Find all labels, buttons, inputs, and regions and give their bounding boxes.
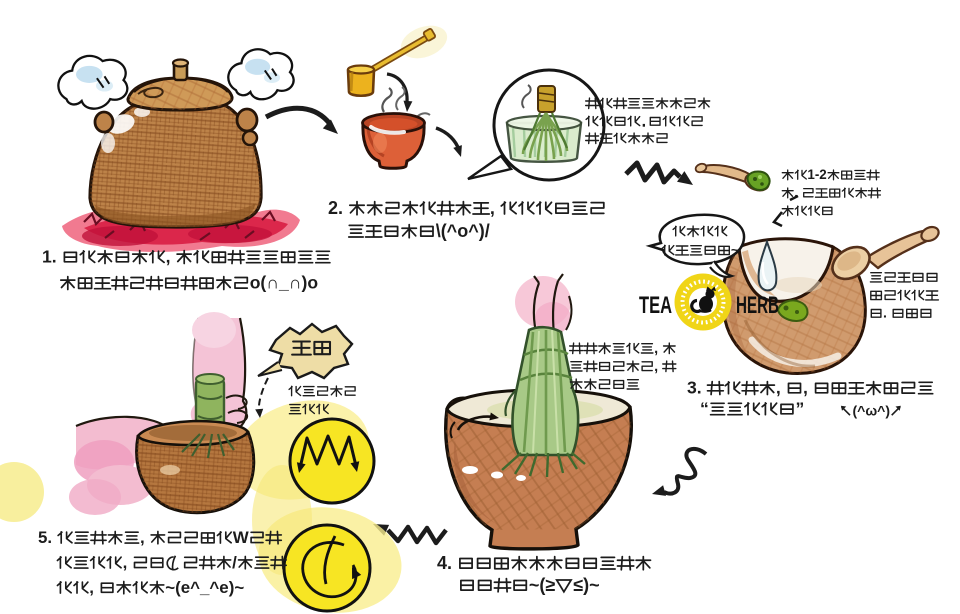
svg-text:,: , (654, 341, 658, 357)
svg-text:.: . (794, 185, 798, 200)
svg-text:/: / (232, 553, 237, 572)
svg-text:≤)~: ≤)~ (573, 575, 599, 595)
svg-text:,: , (123, 553, 128, 572)
svg-text:3.: 3. (687, 377, 702, 397)
svg-text:1-2: 1-2 (807, 167, 826, 182)
svg-text:4.: 4. (437, 553, 452, 573)
svg-text:,: , (803, 377, 808, 397)
svg-text:~(e^_^e)~: ~(e^_^e)~ (165, 578, 244, 597)
svg-text:,: , (89, 578, 94, 597)
svg-text:,: , (490, 198, 495, 218)
svg-text:HERB: HERB (736, 292, 779, 319)
svg-text:1.: 1. (42, 246, 57, 266)
svg-text:TEA: TEA (639, 292, 672, 319)
svg-text:”: ” (796, 398, 805, 418)
svg-text:~(≥: ~(≥ (529, 575, 556, 595)
svg-text:\(^o^)/: \(^o^)/ (436, 221, 490, 241)
svg-text:W: W (233, 528, 249, 547)
svg-text:5.: 5. (38, 528, 52, 547)
svg-text:.: . (883, 306, 887, 322)
svg-text:(^ω^): (^ω^) (853, 403, 891, 419)
svg-text:,: , (776, 377, 781, 397)
svg-text:~: ~ (731, 243, 739, 259)
svg-text:o(∩_∩)o: o(∩_∩)o (250, 272, 319, 292)
svg-text:2.: 2. (328, 198, 343, 218)
svg-text:,: , (166, 246, 171, 266)
svg-text:“: “ (700, 398, 709, 418)
svg-text:,: , (140, 528, 145, 547)
svg-text:,: , (654, 359, 658, 375)
